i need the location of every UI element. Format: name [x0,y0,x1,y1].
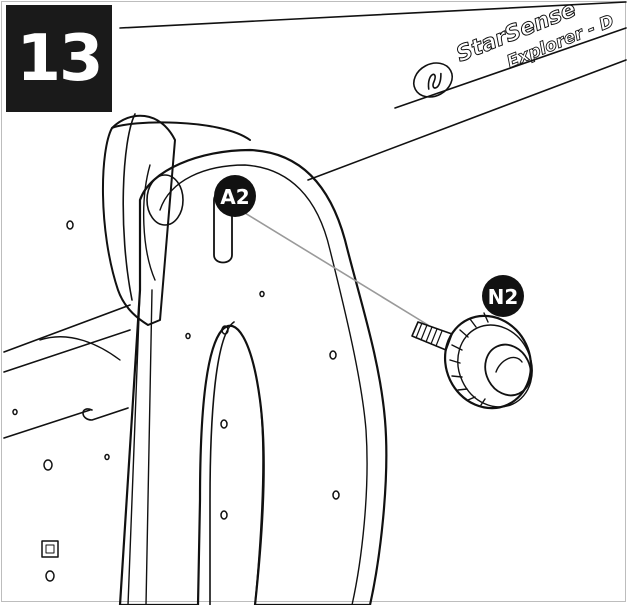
hole [12,408,18,416]
hole [259,290,265,298]
fork-inner-slot [209,321,264,605]
base-plate-curve [39,336,121,361]
square-hole [41,540,59,558]
hole [220,510,228,520]
hub-band [122,113,136,301]
fork-arm [118,148,388,605]
hole [329,350,337,360]
starsense-logo [413,62,453,98]
hub-boss [146,174,184,226]
square-hole-inner [45,544,55,554]
knob-knurl [457,324,533,408]
leader-line [239,209,429,326]
hole [43,459,53,471]
knob-thread-ticks [415,322,443,347]
knob-cap-highlight [495,356,523,373]
base-plate-slot [82,407,129,421]
callout-a2 [214,175,256,217]
hub-inner [143,164,156,281]
callout-n2 [482,275,524,317]
hub-rim [111,121,251,141]
step-number-badge: 13 [6,5,112,112]
knob-body [443,314,533,410]
mount-arm-outline [119,1,627,109]
hole [185,332,191,340]
base-plate [3,304,131,439]
mount-arm-edge [307,59,627,181]
hole [332,490,340,500]
hole [220,419,228,429]
callout-n2-label: N2 [488,285,519,309]
hole [45,570,55,582]
hole [104,453,110,461]
altitude-hub [101,114,176,326]
fork-arm-bevel [159,164,368,605]
knob-cap [484,343,532,397]
hole [66,220,74,230]
hole [221,325,229,335]
fork-arm-bevel-left [127,289,153,605]
knob-grip-ridges [449,312,489,406]
callout-a2-label: A2 [220,185,249,209]
